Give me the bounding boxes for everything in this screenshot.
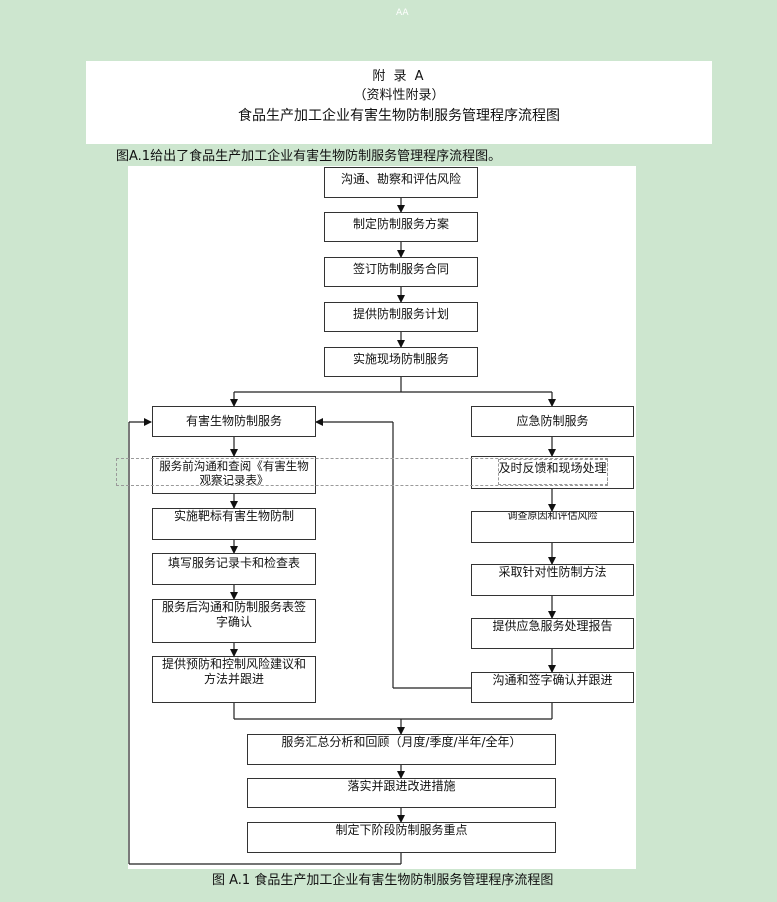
right-step-3: 采取针对性防制方法	[471, 564, 634, 596]
right-step-4: 提供应急服务处理报告	[471, 618, 634, 649]
left-step-5: 提供预防和控制风险建议和方法并跟进	[152, 656, 316, 703]
left-branch-title: 有害生物防制服务	[152, 406, 316, 437]
left-step-2: 实施靶标有害生物防制	[152, 508, 316, 540]
flowchart: 沟通、勘察和评估风险 制定防制服务方案 签订防制服务合同 提供防制服务计划 实施…	[116, 166, 636, 869]
appendix-title: 食品生产加工企业有害生物防制服务管理程序流程图	[238, 108, 560, 124]
right-step-5: 沟通和签字确认并跟进	[471, 672, 634, 703]
right-step-2: 调查原因和评估风险	[471, 511, 634, 543]
final-step-2: 落实并跟进改进措施	[247, 778, 556, 808]
flow-step-4: 提供防制服务计划	[324, 302, 478, 332]
top-watermark: AA	[396, 8, 409, 18]
appendix-nature: （资料性附录）	[353, 88, 445, 103]
flow-step-3: 签订防制服务合同	[324, 257, 478, 287]
right-branch-title: 应急防制服务	[471, 406, 634, 437]
appendix-header: 附 录 A （资料性附录） 食品生产加工企业有害生物防制服务管理程序流程图	[86, 61, 712, 144]
flow-step-5: 实施现场防制服务	[324, 347, 478, 377]
flowchart-connectors	[128, 198, 556, 865]
intro-text: 图A.1给出了食品生产加工企业有害生物防制服务管理程序流程图。	[116, 149, 502, 164]
left-step-1: 服务前沟通和查阅《有害生物观察记录表》	[152, 456, 316, 494]
left-step-4: 服务后沟通和防制服务表签字确认	[152, 599, 316, 643]
left-step-3: 填写服务记录卡和检查表	[152, 553, 316, 585]
appendix-label: 附 录 A	[372, 69, 426, 84]
dashed-frame-artifact	[498, 459, 608, 485]
final-step-3: 制定下阶段防制服务重点	[247, 822, 556, 853]
final-step-1: 服务汇总分析和回顾（月度/季度/半年/全年）	[247, 734, 556, 765]
figure-caption: 图 A.1 食品生产加工企业有害生物防制服务管理程序流程图	[212, 873, 554, 888]
flow-step-1: 沟通、勘察和评估风险	[324, 167, 478, 198]
flow-step-2: 制定防制服务方案	[324, 212, 478, 242]
